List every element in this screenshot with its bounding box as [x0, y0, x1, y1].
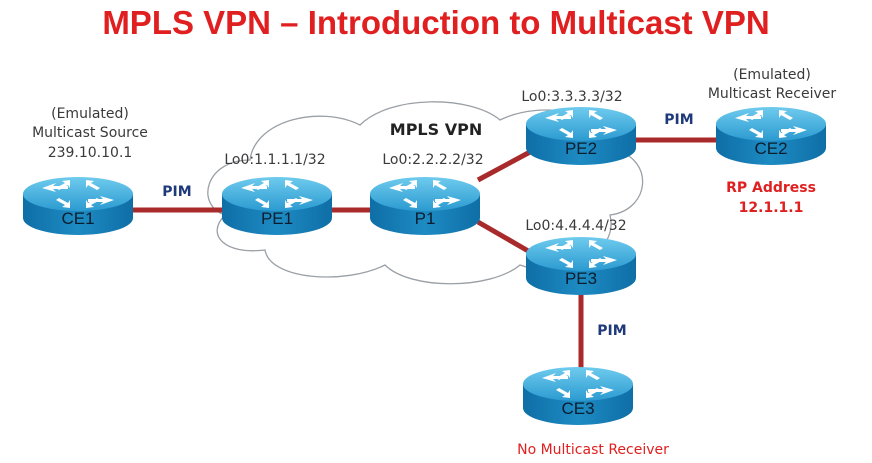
- page-title: MPLS VPN – Introduction to Multicast VPN: [102, 4, 769, 41]
- pim-label-pe3-ce3: PIM: [597, 323, 626, 339]
- loopback-p1: Lo0:2.2.2.2/32: [382, 152, 483, 168]
- router-label: CE3: [561, 399, 594, 418]
- router-pe2[interactable]: PE2: [526, 107, 636, 165]
- router-label: CE2: [754, 139, 787, 158]
- router-ce1[interactable]: CE1: [23, 177, 133, 235]
- router-label: PE3: [565, 269, 597, 288]
- pim-label-pe2-ce2: PIM: [664, 112, 693, 128]
- receiver-emulated: (Emulated): [733, 67, 811, 83]
- loopback-pe1: Lo0:1.1.1.1/32: [224, 152, 325, 168]
- links: [125, 137, 718, 368]
- source-group: 239.10.10.1: [48, 145, 133, 161]
- router-label: PE1: [261, 209, 293, 228]
- router-pe3[interactable]: PE3: [526, 237, 636, 295]
- loopback-pe2: Lo0:3.3.3.3/32: [521, 89, 622, 105]
- router-label: CE1: [61, 209, 94, 228]
- router-pe1[interactable]: PE1: [222, 177, 332, 235]
- receiver-title: Multicast Receiver: [708, 86, 837, 102]
- loopback-pe3: Lo0:4.4.4.4/32: [525, 218, 626, 234]
- router-p1[interactable]: P1: [370, 177, 480, 235]
- router-label: P1: [415, 209, 436, 228]
- rp-address-label: RP Address: [726, 180, 816, 196]
- source-emulated: (Emulated): [51, 106, 129, 122]
- no-receiver-label: No Multicast Receiver: [517, 442, 669, 458]
- router-label: PE2: [565, 139, 597, 158]
- router-ce2[interactable]: CE2: [716, 107, 826, 165]
- cloud-label: MPLS VPN: [390, 120, 482, 139]
- link-p1-pe2: [476, 149, 532, 183]
- link-p1-pe3: [476, 219, 532, 255]
- source-title: Multicast Source: [32, 125, 148, 141]
- rp-address-value: 12.1.1.1: [739, 200, 804, 216]
- router-ce3[interactable]: CE3: [523, 367, 633, 425]
- pim-label-ce1-pe1: PIM: [162, 184, 191, 200]
